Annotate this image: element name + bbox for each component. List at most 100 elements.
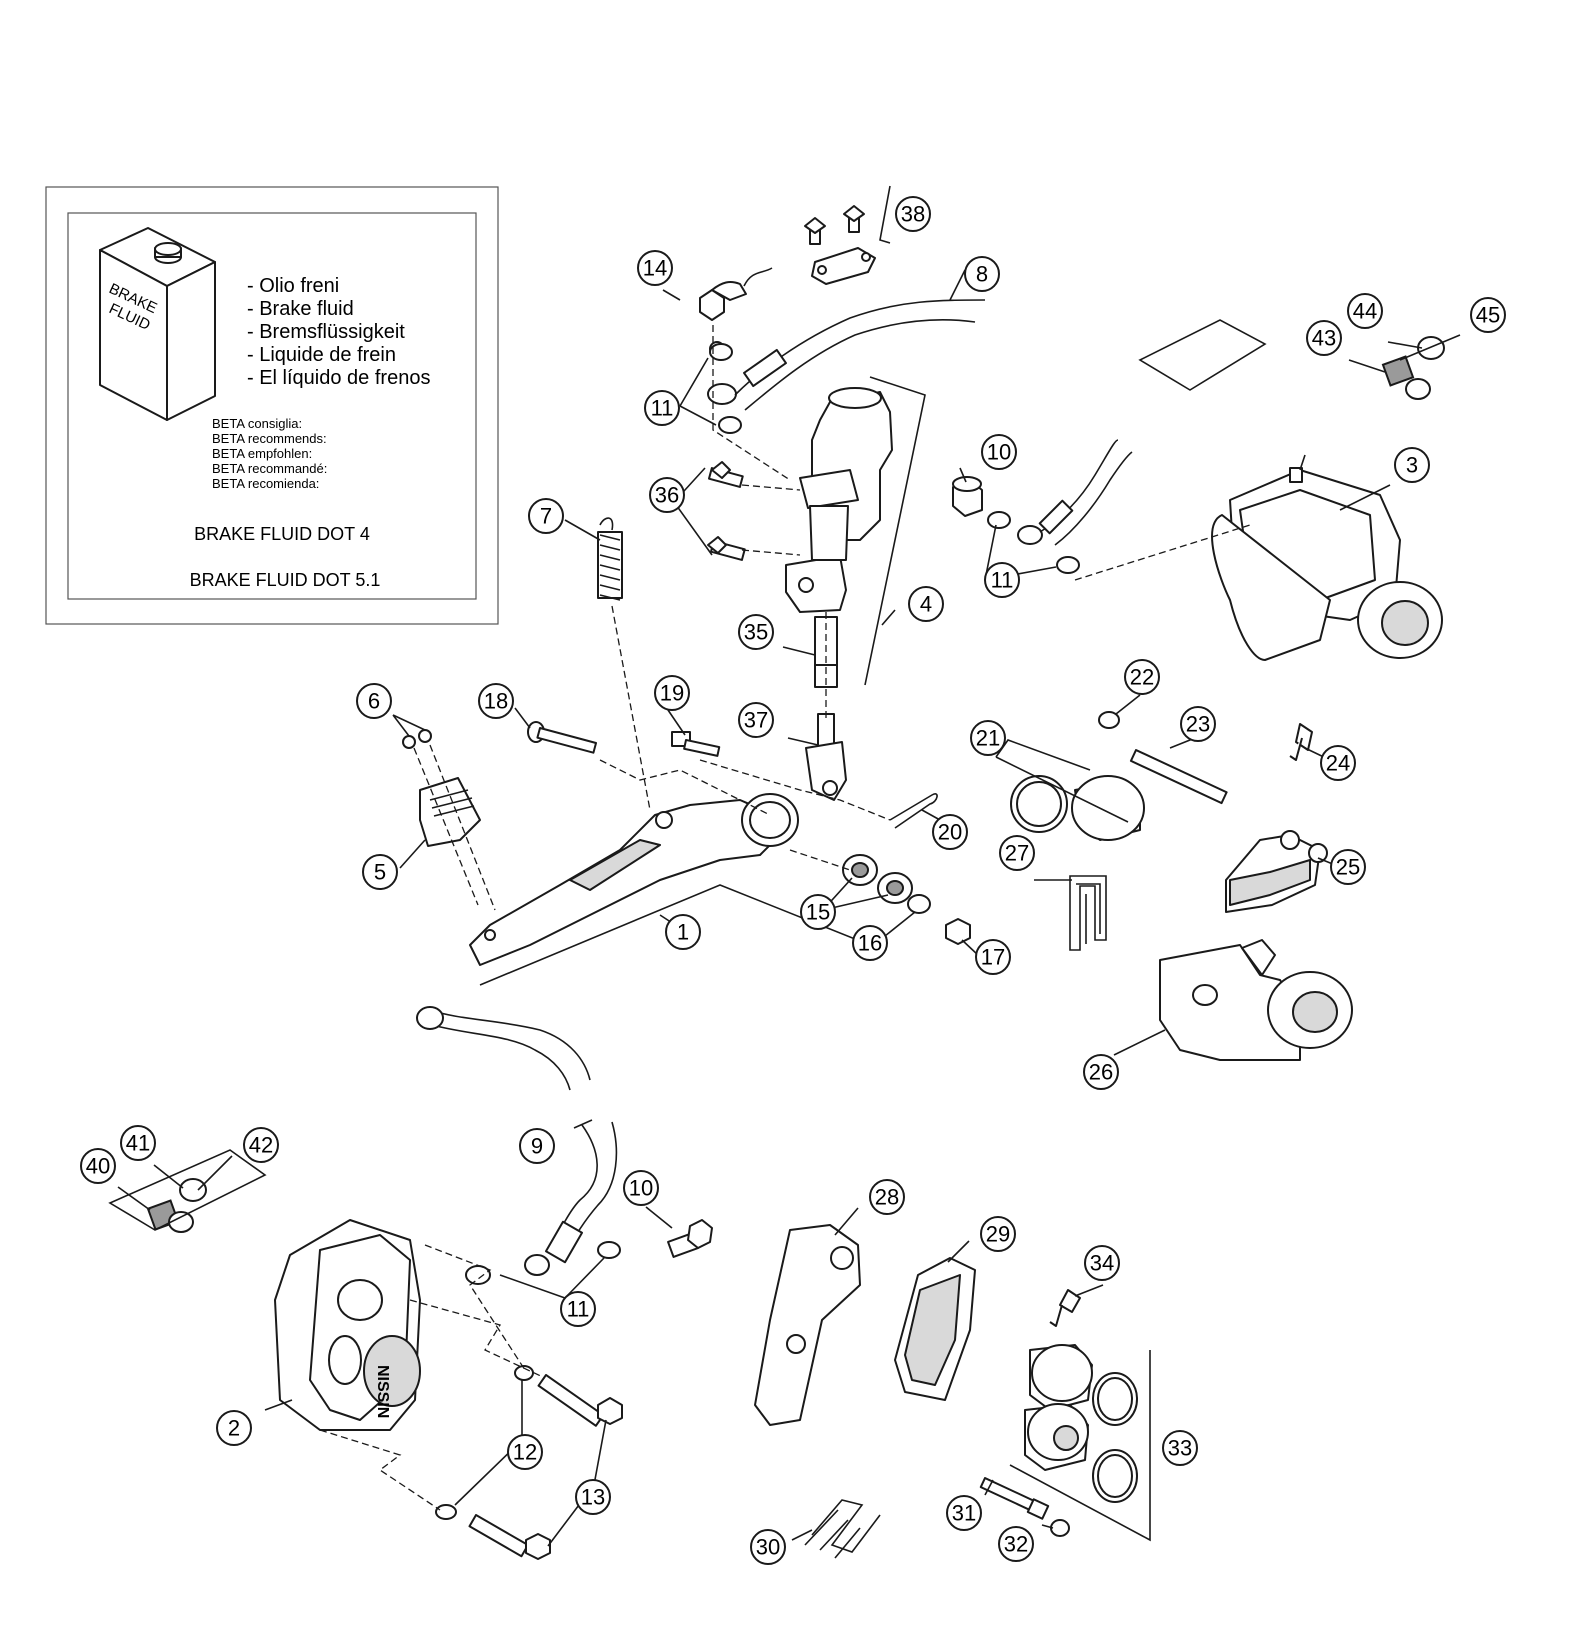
callout-label: 14: [643, 256, 667, 281]
callout-circle: [852, 925, 888, 961]
callout-circle: [738, 702, 774, 738]
part-return-spring-body: [597, 531, 623, 599]
callout-label: 3: [1406, 453, 1418, 478]
callout-10: 10: [981, 434, 1017, 470]
callout-circle: [519, 1128, 555, 1164]
callout-24: 24: [1320, 745, 1356, 781]
callout-label: 6: [368, 689, 380, 714]
part-rear-pistons: [1010, 775, 1145, 841]
callout-label: 45: [1476, 303, 1500, 328]
callout-14: 14: [637, 250, 673, 286]
callout-circle: [528, 498, 564, 534]
callout-circle: [649, 477, 685, 513]
part-front-pad-pin-end: [1026, 1498, 1050, 1520]
part-cotter-pin: [889, 793, 938, 829]
callout-label: 44: [1353, 299, 1377, 324]
brake-fluid-can-icon: BRAKE FLUID: [99, 227, 216, 421]
brake-fluid-legend: BRAKE FLUID - Olio freni - Brake fluid -…: [45, 186, 499, 625]
callout-label: 5: [374, 860, 386, 885]
callout-45: 45: [1470, 297, 1506, 333]
callout-27: 27: [999, 835, 1035, 871]
callout-26: 26: [1083, 1054, 1119, 1090]
callout-label: 18: [484, 689, 508, 714]
callout-label: 37: [744, 708, 768, 733]
callout-34: 34: [1084, 1245, 1120, 1281]
callout-label: 42: [249, 1133, 273, 1158]
recommends-en: BETA recommends:: [212, 431, 327, 446]
callout-label: 20: [938, 820, 962, 845]
callout-circle: [869, 1179, 905, 1215]
part-front-pistons: [1024, 1344, 1138, 1503]
callout-label: 1: [677, 920, 689, 945]
callout-circle: [895, 196, 931, 232]
callout-circle: [800, 894, 836, 930]
part-banjo-eye-top: [707, 383, 737, 405]
part-front-bracket-hole-1: [830, 1246, 854, 1270]
part-front-washer-2: [435, 1504, 457, 1520]
part-banjo-eye-right: [1017, 525, 1043, 545]
callout-circle: [560, 1291, 596, 1327]
part-pad-spring-rear: [1069, 875, 1107, 951]
callout-label: 28: [875, 1185, 899, 1210]
callout-label: 34: [1090, 1251, 1114, 1276]
callout-circle: [1180, 706, 1216, 742]
recommends-de: BETA empfohlen:: [212, 446, 312, 461]
callout-circle: [1470, 297, 1506, 333]
callout-18: 18: [478, 683, 514, 719]
part-front-bolt-2: [468, 1514, 529, 1558]
callout-21: 21: [970, 720, 1006, 756]
recommends-it: BETA consiglia:: [212, 416, 302, 431]
fluid-name-de: - Bremsflüssigkeit: [247, 321, 405, 343]
callout-label: 11: [567, 1297, 590, 1322]
callout-1: 1: [665, 914, 701, 950]
callout-circle: [243, 1127, 279, 1163]
callout-36: 36: [649, 477, 685, 513]
part-washer-front-1: [465, 1265, 491, 1285]
part-hose-upper-b: [744, 319, 976, 411]
callout-label: 17: [981, 945, 1005, 970]
callout-label: 10: [987, 440, 1011, 465]
callout-20: 20: [932, 814, 968, 850]
callout-circle: [1330, 849, 1366, 885]
callout-label: 43: [1312, 326, 1336, 351]
callout-circle: [1124, 659, 1160, 695]
part-front-washer-1: [514, 1365, 534, 1381]
callout-3: 3: [1394, 447, 1430, 483]
callout-2: 2: [216, 1410, 252, 1446]
callout-circle: [665, 914, 701, 950]
callout-label: 27: [1005, 841, 1029, 866]
callout-label: 4: [920, 592, 932, 617]
part-banjo-eye-front: [524, 1254, 550, 1276]
callout-label: 30: [756, 1535, 780, 1560]
callout-43: 43: [1306, 320, 1342, 356]
part-rear-caliper-assembly: [1211, 454, 1443, 661]
callout-15: 15: [800, 894, 836, 930]
callout-circle: [999, 835, 1035, 871]
part-washer-right-1: [987, 511, 1011, 529]
part-front-bolt-1: [537, 1374, 605, 1427]
part-rear-pads: [1225, 830, 1328, 913]
callout-label: 13: [581, 1485, 605, 1510]
callout-44: 44: [1347, 293, 1383, 329]
callout-circle: [738, 614, 774, 650]
legend-inner-frame: [67, 212, 477, 600]
legend-outer-frame: [45, 186, 499, 625]
part-rear-caliper-plugs: [1381, 336, 1445, 400]
callout-29: 29: [980, 1216, 1016, 1252]
callout-circle: [507, 1434, 543, 1470]
recommends-es: BETA recomienda:: [212, 476, 319, 491]
part-pad-spring-front-inner: [804, 1509, 861, 1559]
recommends-fr: BETA recommandé:: [212, 461, 327, 476]
part-washer-pivot: [907, 894, 931, 914]
part-pedal-tip: [402, 729, 481, 847]
callout-label: 38: [901, 202, 925, 227]
part-clevis: [805, 713, 847, 801]
callout-circle: [932, 814, 968, 850]
callout-11: 11: [984, 562, 1020, 598]
callout-label: 33: [1168, 1436, 1192, 1461]
callout-label: 11: [991, 568, 1014, 593]
part-hose-fitting-upper: [743, 348, 787, 388]
callout-circle: [654, 675, 690, 711]
